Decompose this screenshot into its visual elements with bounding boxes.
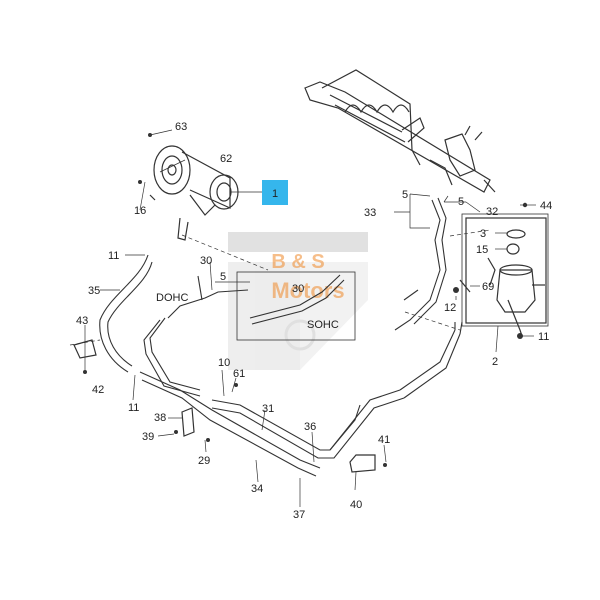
callout-32: 32 <box>486 206 498 218</box>
callout-11-right: 11 <box>538 331 549 343</box>
callout-38: 38 <box>154 412 166 424</box>
pipe-pressure <box>143 275 249 397</box>
callout-3: 3 <box>480 228 486 240</box>
pipe-33 <box>394 197 447 331</box>
sohc-inset-box <box>236 271 356 341</box>
pipe-sohc <box>249 274 345 325</box>
callout-61: 61 <box>233 368 245 380</box>
leader-lines <box>84 129 536 507</box>
callout-37: 37 <box>293 509 305 521</box>
callout-36: 36 <box>304 421 316 433</box>
watermark-logo <box>228 232 368 370</box>
callout-62: 62 <box>220 153 232 165</box>
callout-63: 63 <box>175 121 187 133</box>
callout-1: 1 <box>272 188 278 200</box>
callout-34: 34 <box>251 483 263 495</box>
callout-2: 2 <box>492 356 498 368</box>
callout-40: 40 <box>350 499 362 511</box>
callout-1-highlight <box>262 180 288 205</box>
callout-10: 10 <box>218 357 230 369</box>
callout-29: 29 <box>198 455 210 467</box>
pipe-34-31 <box>139 371 405 477</box>
steering-rack <box>304 69 496 193</box>
hose-35 <box>99 254 153 373</box>
watermark-text-1: B & S <box>271 251 324 273</box>
callout-30-sohc: 30 <box>292 283 304 295</box>
callout-5-left: 5 <box>220 271 226 283</box>
callout-35: 35 <box>88 285 100 297</box>
label-dohc: DOHC <box>156 292 188 304</box>
callout-42: 42 <box>92 384 104 396</box>
bracket-38 <box>181 407 195 437</box>
callout-15: 15 <box>476 244 488 256</box>
callout-5-upper: 5 <box>402 189 408 201</box>
callout-41: 41 <box>378 434 390 446</box>
label-sohc: SOHC <box>307 319 339 331</box>
fasteners <box>83 133 528 467</box>
power-steering-pump <box>149 145 239 241</box>
callout-16: 16 <box>134 205 146 217</box>
pipe-return <box>399 321 463 399</box>
reservoir-box <box>461 213 549 327</box>
callout-11-left: 11 <box>128 402 139 414</box>
dash-leader-1 <box>181 234 269 271</box>
bracket-40 <box>349 454 376 473</box>
callout-11-top: 11 <box>108 250 119 262</box>
callout-33: 33 <box>364 207 376 219</box>
callout-5-right: 5 <box>458 196 464 208</box>
dash-leader-2 <box>404 311 461 331</box>
reservoir-assembly <box>459 217 547 337</box>
callout-44: 44 <box>540 200 552 212</box>
callout-43: 43 <box>76 315 88 327</box>
callout-30-dohc: 30 <box>200 255 212 267</box>
callout-31: 31 <box>262 403 274 415</box>
callout-69: 69 <box>482 281 494 293</box>
clip-43 <box>73 339 97 359</box>
callout-39: 39 <box>142 431 154 443</box>
callout-12: 12 <box>444 302 456 314</box>
